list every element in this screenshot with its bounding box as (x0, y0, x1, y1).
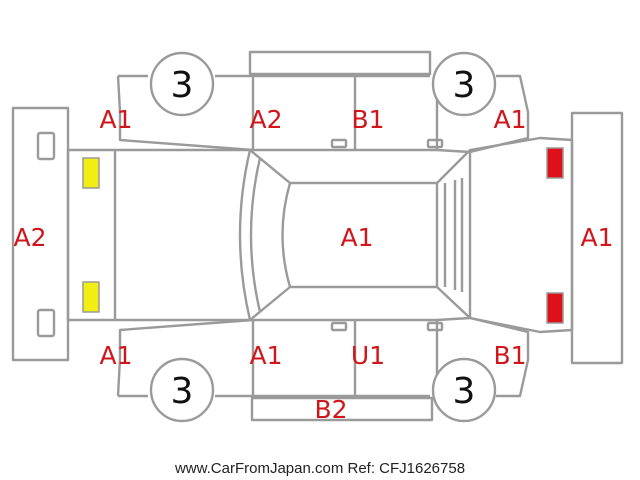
label-left-rear-fender: A1 (493, 105, 526, 134)
label-right-rear-fender: B1 (493, 341, 526, 370)
tire-front-right-value: 3 (171, 371, 194, 412)
front-light-lower (82, 281, 100, 313)
label-roof: A1 (340, 223, 373, 252)
rear-light-upper (546, 147, 564, 179)
label-right-front-door: A1 (249, 341, 282, 370)
tire-rear-right-value: 3 (453, 371, 476, 412)
footer-watermark: www.CarFromJapan.com Ref: CFJ1626758 (174, 460, 465, 477)
label-right-rocker: B2 (314, 395, 347, 424)
label-left-rear-door: B1 (351, 105, 384, 134)
front-bumper (11, 106, 70, 362)
label-right-rear-door: U1 (351, 341, 385, 370)
tire-front-left-value: 3 (171, 65, 194, 106)
rear-light-lower (546, 292, 564, 324)
label-front-bumper: A2 (13, 223, 46, 252)
tire-rear-left-value: 3 (453, 65, 476, 106)
tire-rear-right: 3 (431, 357, 497, 423)
tire-front-left: 3 (149, 51, 215, 117)
label-rear-bumper: A1 (580, 223, 613, 252)
car-body-top (66, 136, 574, 334)
tire-rear-left: 3 (431, 51, 497, 117)
right-side-panel (116, 316, 530, 422)
label-left-front-door: A2 (249, 105, 282, 134)
label-left-front-fender: A1 (99, 105, 132, 134)
left-side-panel (116, 50, 530, 154)
label-right-front-fender: A1 (99, 341, 132, 370)
tire-front-right: 3 (149, 357, 215, 423)
front-light-upper (82, 157, 100, 189)
